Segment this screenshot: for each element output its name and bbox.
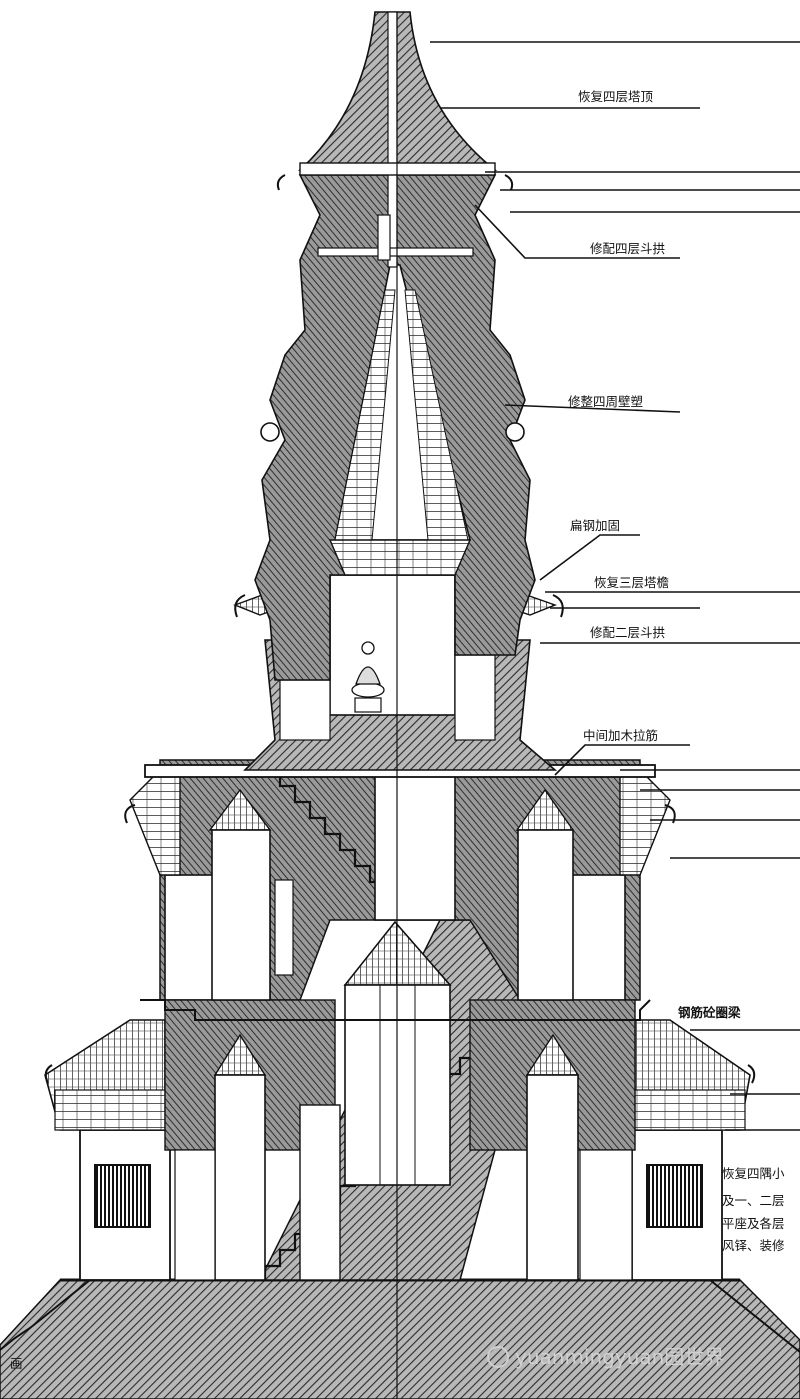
side-note-line-1: 恢复四隅小 bbox=[722, 1166, 785, 1181]
label-wood-tie-center: 中间加木拉筋 bbox=[583, 728, 658, 743]
watermark: yuanmingyuan园世界 画 bbox=[10, 1345, 724, 1371]
label-restore-third-eaves: 恢复三层塔檐 bbox=[594, 575, 669, 590]
label-repair-wall-sculpture: 修整四周壁塑 bbox=[568, 394, 643, 409]
leader-lines bbox=[430, 41, 800, 1131]
labels: 恢复四层塔顶 修配四层斗拱 修整四周壁塑 扁钢加固 恢复三层塔檐 修配二层斗拱 … bbox=[568, 89, 785, 1253]
seated-buddha-figure bbox=[351, 641, 385, 713]
upper-shaft bbox=[254, 174, 536, 681]
side-note-line-3: 平座及各层 bbox=[722, 1216, 785, 1231]
label-repair-second-brackets: 修配二层斗拱 bbox=[590, 625, 665, 640]
first-storey bbox=[44, 999, 751, 1281]
side-note-line-2: 及一、二层 bbox=[722, 1193, 785, 1208]
label-rc-ring-beam: 钢筋砼圈梁 bbox=[678, 1005, 741, 1020]
label-flat-steel-reinforce: 扁钢加固 bbox=[570, 518, 620, 533]
label-repair-fourth-brackets: 修配四层斗拱 bbox=[590, 241, 665, 256]
base-platform bbox=[0, 1278, 800, 1399]
corner-text: 画 bbox=[10, 1356, 23, 1371]
watermark-text: yuanmingyuan园世界 bbox=[515, 1345, 724, 1369]
side-note-line-4: 风铎、装修 bbox=[722, 1238, 785, 1253]
label-restore-fourth-roof: 恢复四层塔顶 bbox=[578, 89, 654, 104]
lower-niches bbox=[174, 1033, 633, 1281]
